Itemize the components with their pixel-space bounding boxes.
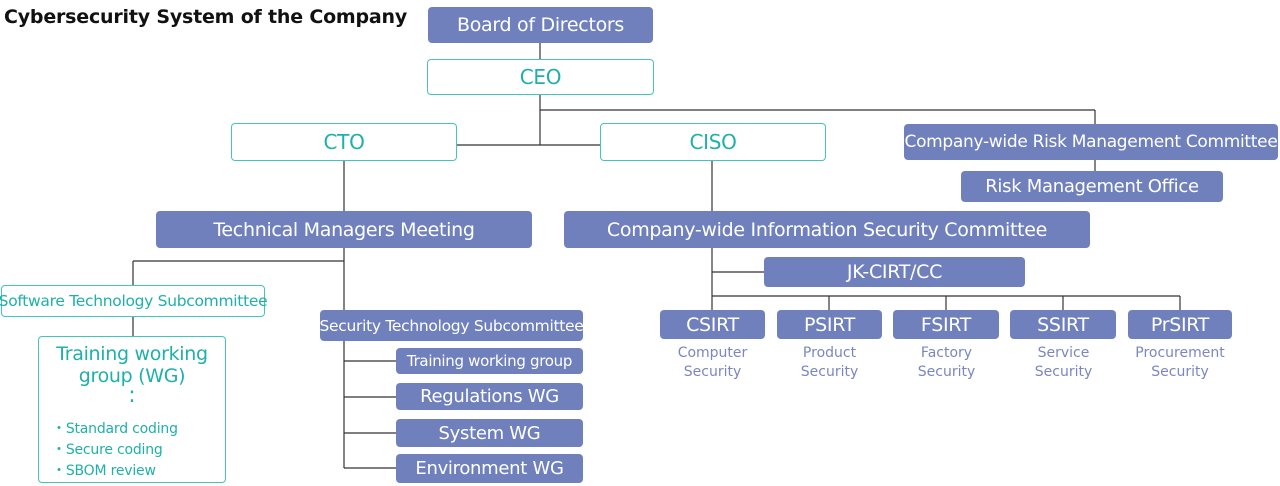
cto-node: CTO [231,123,457,161]
psirt-node: PSIRT [777,310,882,339]
security-wg-regulations: Regulations WG [396,383,583,410]
security-wg-training: Training working group [396,348,583,374]
list-item: SBOM review [52,461,178,482]
training-working-group-box: Training working group (WG) : Standard c… [38,336,226,483]
ciso-node: CISO [600,123,826,161]
csirt-desc-line: Computer [677,345,748,361]
list-item: Secure coding [52,440,178,461]
page-title: Cybersecurity System of the Company [4,6,408,28]
psirt-description: Product Security [769,344,890,382]
ssirt-description: Service Security [1003,344,1124,382]
fsirt-description: Factory Security [886,344,1007,382]
psirt-desc-line: Security [800,364,859,380]
csirt-description: Computer Security [652,344,773,382]
ssirt-desc-line: Service [1037,345,1090,361]
list-item: Standard coding [52,419,178,440]
board-of-directors-node: Board of Directors [428,7,653,43]
security-technology-subcommittee-node: Security Technology Subcommittee [320,310,584,341]
fsirt-desc-line: Security [917,364,976,380]
fsirt-desc-line: Factory [920,345,973,361]
security-wg-system: System WG [396,419,583,447]
information-security-committee-node: Company-wide Information Security Commit… [564,211,1090,248]
csirt-node: CSIRT [660,310,765,339]
jk-cirt-node: JK-CIRT/CC [764,257,1025,287]
software-technology-subcommittee-node: Software Technology Subcommittee [0,285,268,317]
fsirt-node: FSIRT [893,310,999,339]
training-wg-ellipsis: : [128,383,136,408]
ssirt-desc-line: Security [1034,364,1093,380]
training-wg-title: Training working group (WG) [56,343,208,387]
prsirt-desc-line: Procurement [1135,345,1225,361]
security-wg-environment: Environment WG [396,454,583,483]
technical-managers-meeting-node: Technical Managers Meeting [156,211,532,248]
csirt-desc-line: Security [683,364,742,380]
risk-management-office-node: Risk Management Office [961,171,1223,202]
training-wg-topics: Standard coding Secure coding SBOM revie… [52,419,178,482]
ceo-node: CEO [427,59,654,95]
prsirt-description: Procurement Security [1116,344,1244,382]
ssirt-node: SSIRT [1010,310,1116,339]
risk-management-committee-node: Company-wide Risk Management Committee [904,124,1278,160]
prsirt-desc-line: Security [1151,364,1209,380]
psirt-desc-line: Product [802,345,857,361]
prsirt-node: PrSIRT [1128,310,1232,339]
